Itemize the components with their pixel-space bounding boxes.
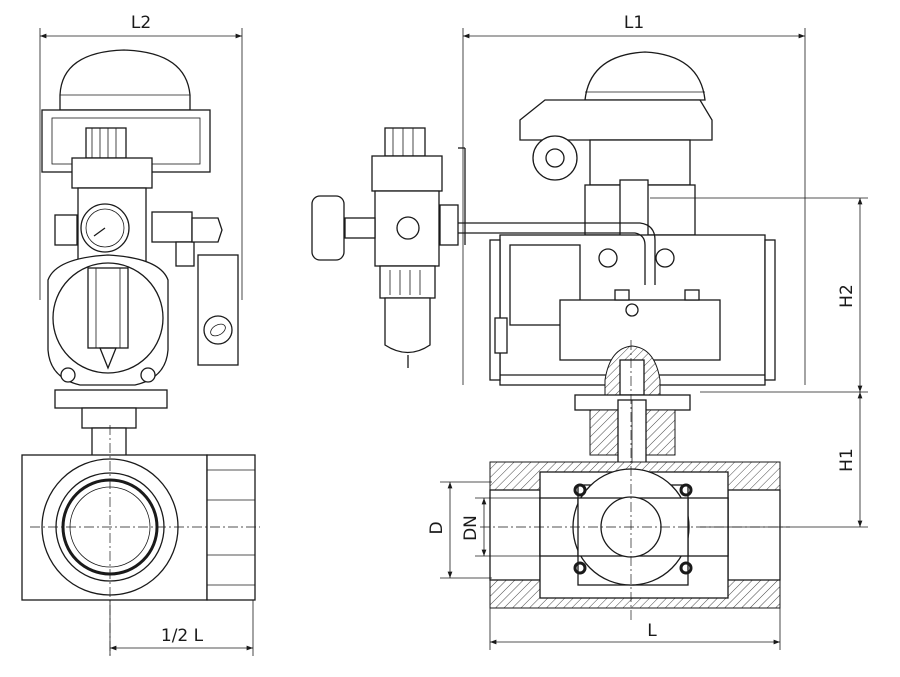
dim-l1-label: L1 [624, 13, 644, 33]
dim-l2-label: L2 [131, 13, 151, 33]
dim-h1-label: H1 [837, 448, 857, 472]
dim-dn-label: DN [461, 515, 481, 541]
dim-d-label: D [427, 521, 447, 534]
front-view [311, 51, 790, 620]
dim-h2-label: H2 [837, 284, 857, 308]
dim-half-l-label: 1/2 L [161, 626, 204, 646]
dimensions: L2 1/2 L L1 H2 H1 D DN L [39, 13, 868, 656]
dim-l-label: L [647, 621, 657, 641]
side-view [21, 49, 260, 655]
